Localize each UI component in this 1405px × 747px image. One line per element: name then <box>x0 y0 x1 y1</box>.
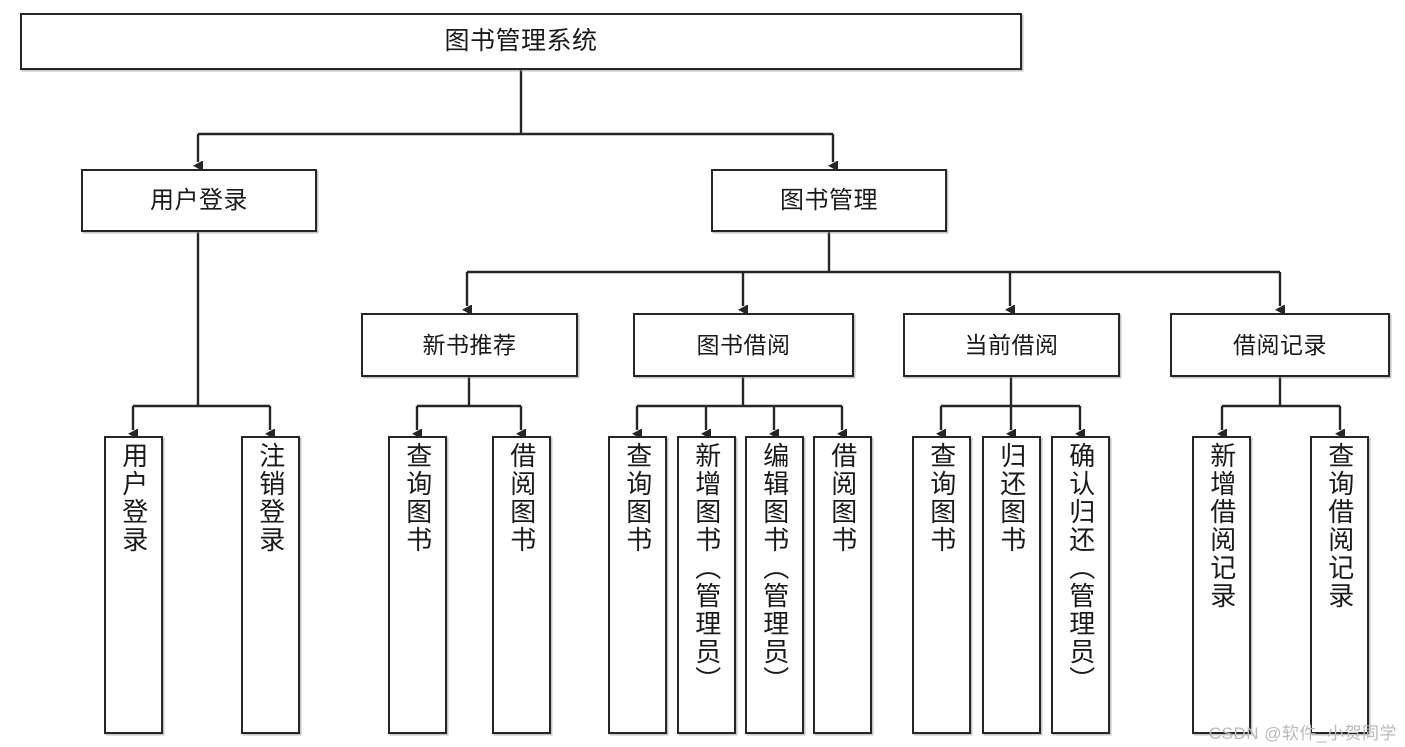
csdn-watermark: CSDN @软件_小贺同学 <box>1208 724 1397 743</box>
node-user-login[interactable]: 用户登录 <box>81 169 317 232</box>
node-label: 借阅图书 <box>827 442 858 554</box>
leaf-borrow-book-recommend[interactable]: 借阅图书 <box>492 436 551 734</box>
leaf-query-book-current[interactable]: 查询图书 <box>912 436 971 734</box>
node-book-management[interactable]: 图书管理 <box>711 169 947 232</box>
node-new-book-recommend[interactable]: 新书推荐 <box>361 313 578 377</box>
leaf-query-book-borrow[interactable]: 查询图书 <box>608 436 667 734</box>
node-label: 借阅记录 <box>1233 331 1327 358</box>
leaf-add-book-admin[interactable]: 新增图书（管理员） <box>677 436 736 734</box>
leaf-add-borrow-record[interactable]: 新增借阅记录 <box>1192 436 1251 734</box>
node-label: 新增图书（管理员） <box>691 442 722 694</box>
node-label: 确认归还（管理员） <box>1065 442 1096 694</box>
node-label: 归还图书 <box>996 442 1027 554</box>
node-label: 查询图书 <box>402 442 433 554</box>
node-label: 借阅图书 <box>506 442 537 554</box>
node-label: 图书管理系统 <box>444 27 598 55</box>
node-label: 新增借阅记录 <box>1206 442 1237 610</box>
node-label: 新书推荐 <box>422 331 517 358</box>
leaf-edit-book-admin[interactable]: 编辑图书（管理员） <box>745 436 804 734</box>
node-current-borrow[interactable]: 当前借阅 <box>903 313 1120 377</box>
leaf-return-book[interactable]: 归还图书 <box>982 436 1041 734</box>
node-label: 图书管理 <box>780 186 878 214</box>
node-label: 查询借阅记录 <box>1324 442 1355 610</box>
leaf-confirm-return-admin[interactable]: 确认归还（管理员） <box>1051 436 1110 734</box>
node-borrow-record[interactable]: 借阅记录 <box>1170 313 1390 377</box>
node-label: 用户登录 <box>118 442 149 554</box>
leaf-query-borrow-record[interactable]: 查询借阅记录 <box>1310 436 1369 734</box>
node-label: 当前借阅 <box>964 331 1059 358</box>
node-label: 编辑图书（管理员） <box>759 442 790 694</box>
leaf-logout[interactable]: 注销登录 <box>241 436 300 734</box>
leaf-borrow-book[interactable]: 借阅图书 <box>813 436 872 734</box>
node-label: 注销登录 <box>255 442 286 554</box>
leaf-query-book-recommend[interactable]: 查询图书 <box>388 436 447 734</box>
leaf-user-login[interactable]: 用户登录 <box>104 436 163 734</box>
node-label: 用户登录 <box>150 186 248 214</box>
node-root-system[interactable]: 图书管理系统 <box>20 13 1022 70</box>
node-label: 查询图书 <box>926 442 957 554</box>
node-label: 图书借阅 <box>696 331 791 358</box>
node-book-borrow[interactable]: 图书借阅 <box>633 313 854 377</box>
node-label: 查询图书 <box>622 442 653 554</box>
